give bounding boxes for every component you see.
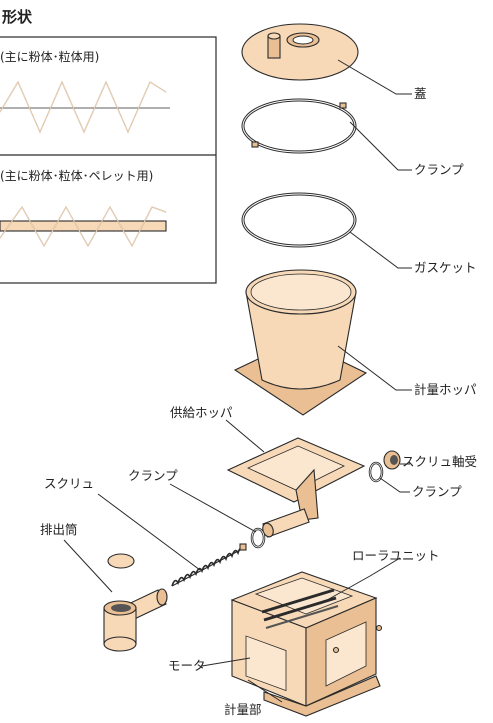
lid-part [241, 23, 359, 81]
screw-type-2-figure [0, 205, 167, 248]
screw-type-box [0, 36, 217, 284]
label-screw: スクリュ [44, 476, 95, 491]
supply-hopper-part [226, 437, 366, 538]
screw-type-1-caption: (主に粉体･粒体用) [0, 50, 100, 64]
right-clamp-part [368, 461, 384, 483]
discharge-tube-part [103, 588, 168, 652]
screw-type-2-caption: (主に粉体･粒体･ペレット用) [0, 169, 154, 183]
label-clamp-left: クランプ [128, 468, 178, 483]
measuring-unit-part [230, 571, 383, 717]
label-discharge: 排出筒 [40, 522, 78, 537]
label-screw-bearing: スクリュ軸受 [402, 454, 478, 469]
gasket-part [241, 192, 357, 248]
label-motor: モータ [168, 658, 206, 673]
section-title: 形状 [2, 8, 33, 26]
label-supply-hopper: 供給ホッパ [170, 405, 233, 420]
label-clamp-top: クランプ [414, 162, 464, 177]
label-clamp-right: クランプ [412, 484, 462, 499]
screw-bearing-part [383, 450, 401, 470]
label-lid: 蓋 [414, 86, 427, 101]
label-hopper: 計量ホッパ [414, 382, 477, 397]
leader-lines [63, 59, 412, 703]
discharge-cap-part [107, 553, 135, 569]
top-clamp-part [241, 98, 357, 154]
screw-type-1-figure [0, 80, 170, 134]
label-gasket: ガスケット [414, 260, 477, 275]
label-roller-unit: ローラユニット [352, 548, 440, 563]
label-measuring: 計量部 [224, 702, 262, 717]
left-clamp-part [250, 527, 266, 549]
measuring-hopper-part [233, 269, 368, 416]
screw-spring-part [171, 543, 247, 587]
